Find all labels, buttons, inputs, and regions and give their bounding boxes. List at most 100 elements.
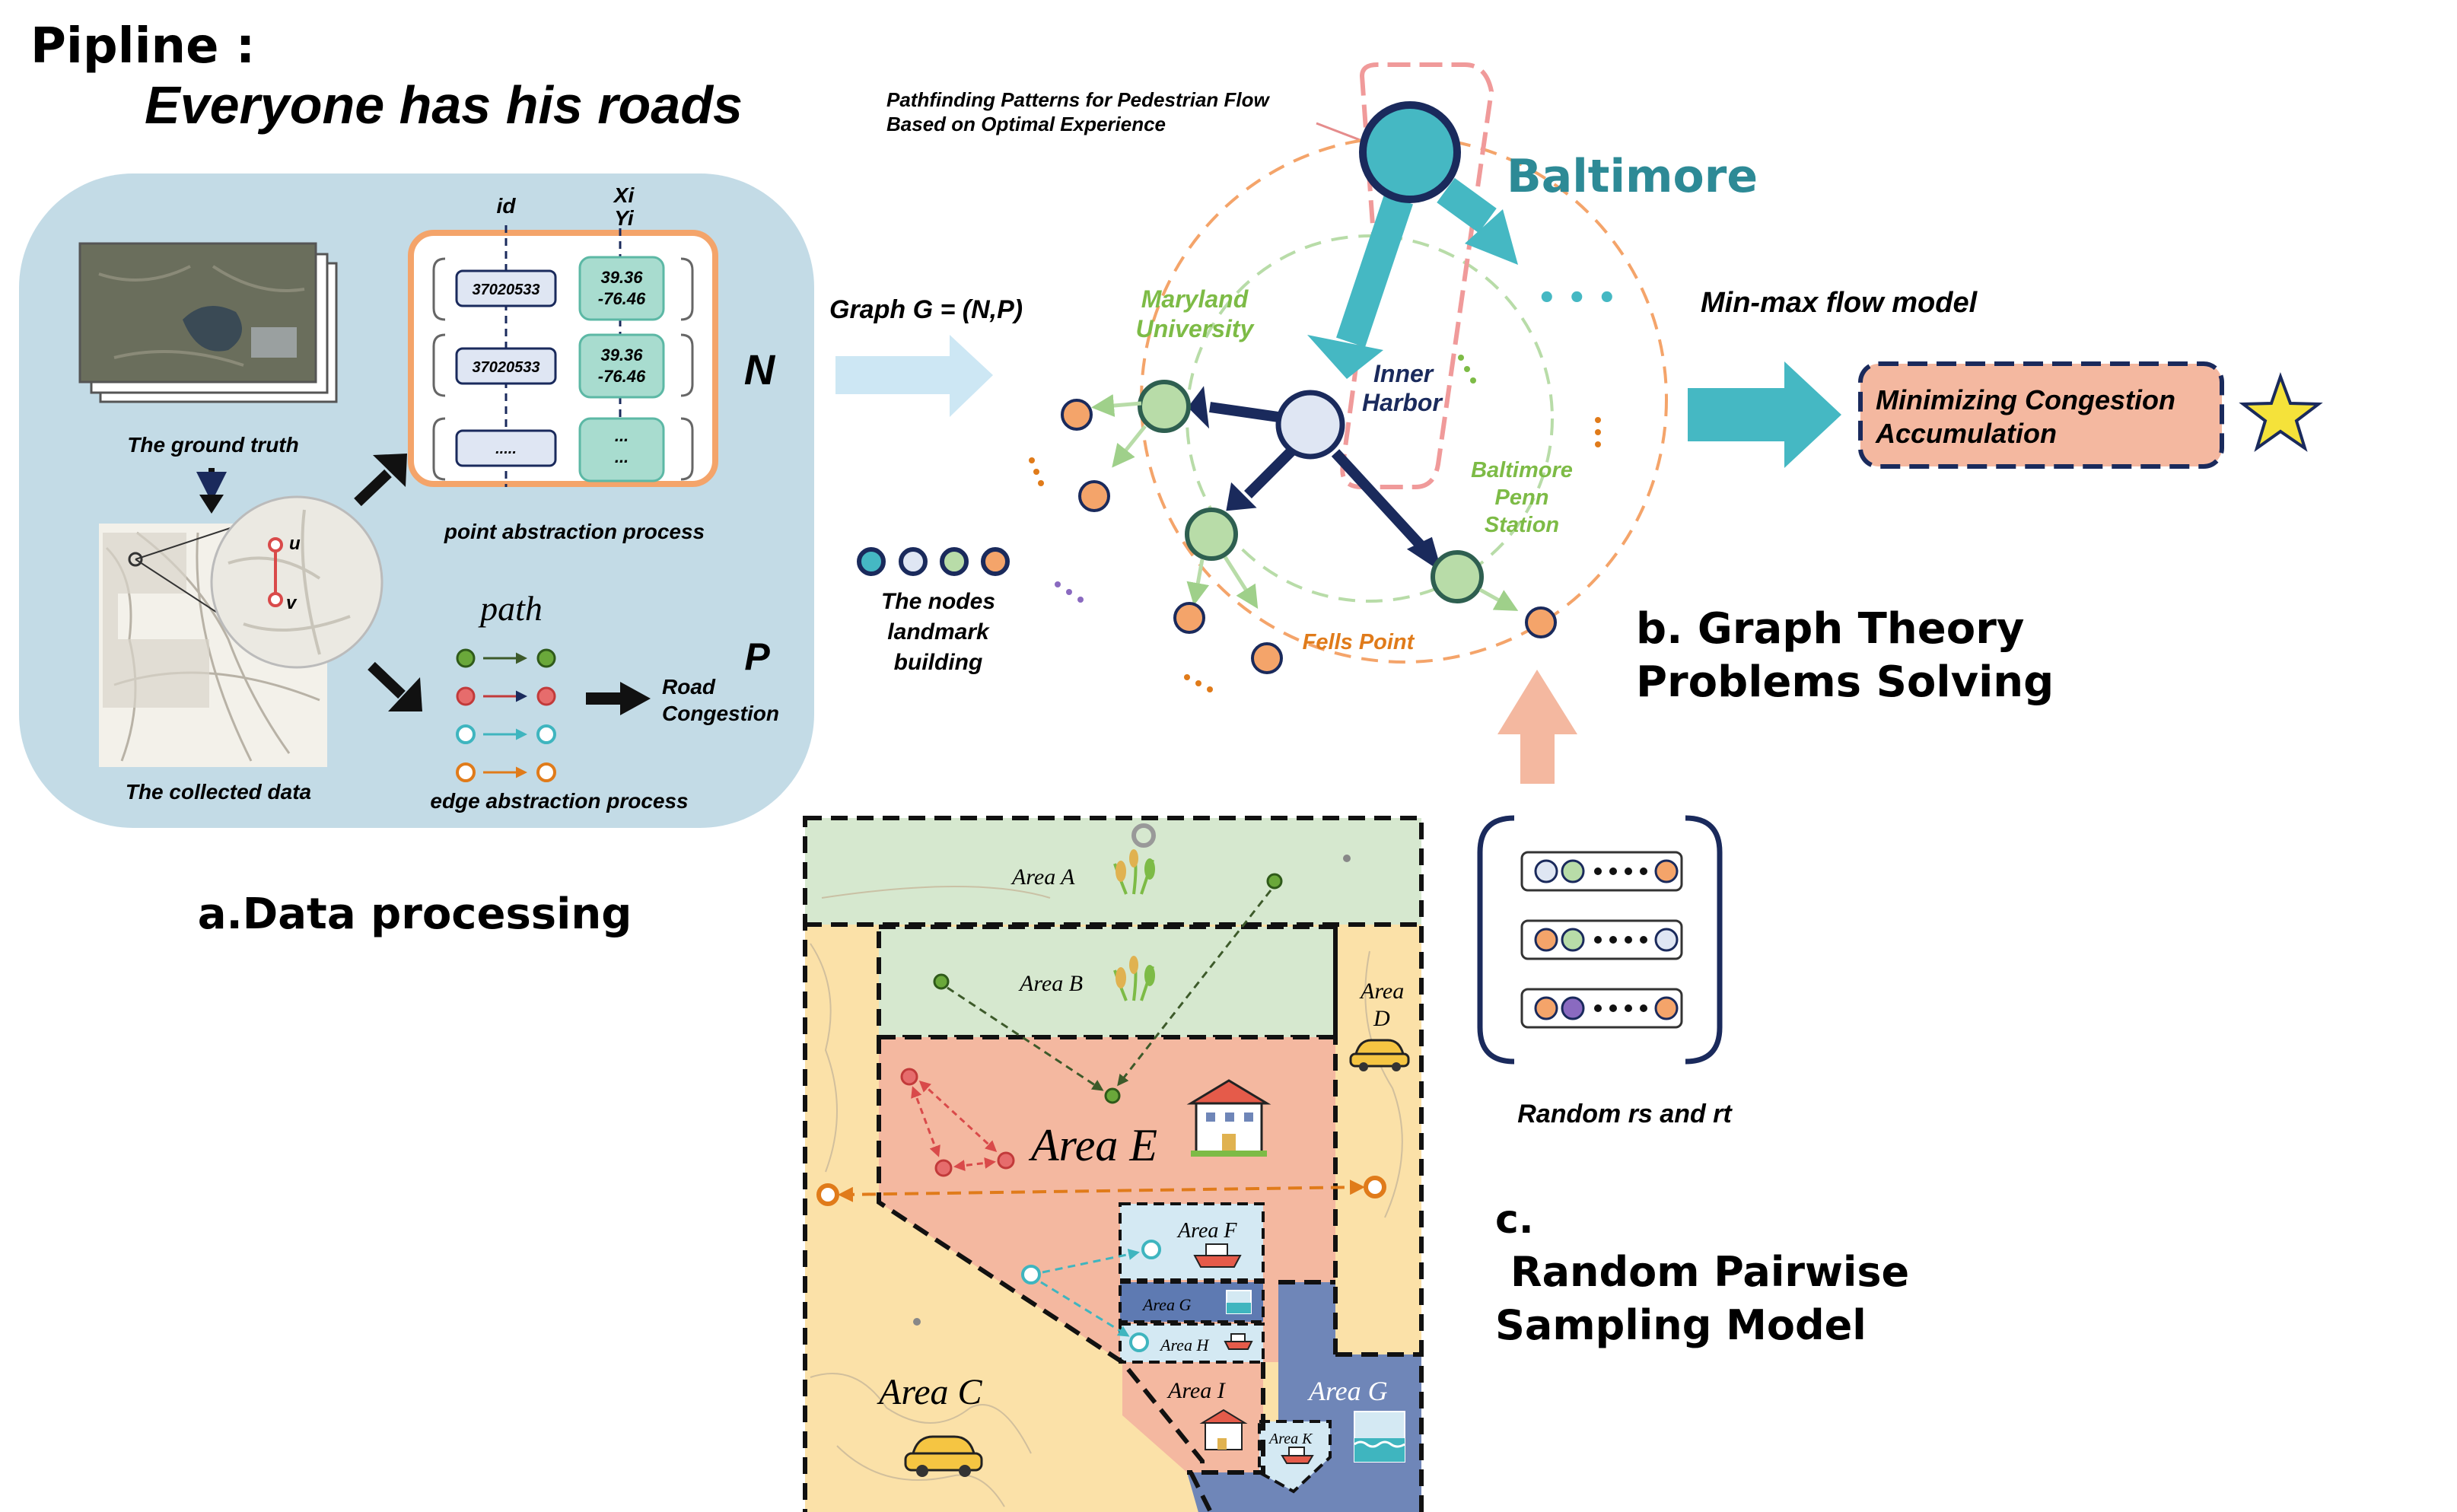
point-process-label: point abstraction process [444, 520, 705, 543]
crop-icon [1113, 956, 1155, 1001]
minmax-label: Min-max flow model [1701, 287, 1978, 319]
pathfinding-line-1: Pathfinding Patterns for Pedestrian Flow [886, 88, 1270, 111]
crop-icon [1113, 849, 1155, 895]
area-d-label-2: D [1373, 1006, 1390, 1031]
area-i-label: Area I [1166, 1378, 1227, 1403]
penn-label-3: Station [1485, 513, 1559, 537]
xi-header: Xi [613, 183, 635, 207]
baltimore-label: Baltimore [1507, 150, 1758, 203]
fells-point-label: Fells Point [1303, 630, 1415, 654]
car-icon [904, 1435, 983, 1477]
area-boundaries [803, 816, 1424, 1512]
caption-b-2: Problems Solving [1636, 657, 2054, 707]
maryland-label-2: University [1136, 315, 1256, 342]
ship-icon [1224, 1333, 1253, 1350]
row-3-x: ... [615, 426, 629, 445]
sample-row [1520, 851, 1683, 892]
maryland-label-1: Maryland [1141, 285, 1249, 313]
minmax-arrow-icon [1688, 361, 1841, 468]
ship-icon [1281, 1447, 1314, 1464]
area-h-label: Area H [1159, 1335, 1209, 1354]
minimizing-line-2: Accumulation [1875, 418, 2057, 449]
maryland-node [1138, 380, 1191, 433]
yi-header: Yi [614, 206, 635, 230]
area-b [877, 925, 1338, 1039]
caption-b-1: b. Graph Theory [1636, 604, 2024, 654]
row-1-y: -76.46 [598, 289, 646, 308]
path-label: path [478, 589, 543, 628]
area-g-large-label: Area G [1307, 1376, 1388, 1406]
caption-c-1: c. [1495, 1197, 1534, 1243]
collected-data-map: u v [99, 495, 384, 767]
ship-icon [1193, 1243, 1242, 1268]
area-b-label: Area B [1018, 971, 1083, 996]
sea-icon [1354, 1411, 1405, 1463]
penn-label-1: Baltimore [1471, 458, 1573, 482]
congestion-label: Congestion [662, 702, 779, 725]
p-label: P [744, 635, 770, 678]
sample-row [1520, 919, 1683, 960]
n-label: N [744, 345, 776, 393]
area-e-label: Area E [1028, 1120, 1157, 1170]
inner-dashed-circle [1186, 234, 1554, 603]
ground-truth-image [78, 242, 338, 403]
building-icon [1199, 1409, 1248, 1450]
inner-harbor-label-2: Harbor [1362, 389, 1443, 416]
random-label: Random rs and rt [1517, 1100, 1733, 1128]
building-icon [1186, 1079, 1271, 1157]
nodes-label-1: The nodes [881, 589, 995, 614]
row-1-id: 37020533 [473, 282, 540, 298]
sea-icon [1226, 1290, 1252, 1314]
area-g-small-label: Area G [1141, 1295, 1191, 1314]
road-label: Road [662, 675, 716, 699]
panel-b: Graph G = (N,P) Pathfinding Patterns for… [829, 62, 2323, 784]
sampling-up-arrow-icon [1497, 670, 1577, 784]
area-a [805, 818, 1421, 925]
light-green-arrows [1091, 394, 1519, 611]
row-2-y: -76.46 [598, 367, 646, 386]
congestion-arrow-icon [586, 682, 651, 715]
edge-process-label: edge abstraction process [430, 789, 688, 813]
row-3-y: ... [615, 447, 629, 466]
teal-ellipsis: • • • [1537, 281, 1617, 316]
ellipsis-dots [1029, 355, 1601, 692]
pathfinding-line-2: Based on Optimal Experience [886, 113, 1166, 135]
ground-truth-label: The ground truth [127, 433, 299, 457]
v-label: v [286, 593, 298, 613]
matrix-row [432, 256, 694, 321]
node-type-legend [857, 547, 1010, 576]
teal-flow-arrows [1307, 177, 1518, 379]
penn-label-2: Penn [1495, 485, 1549, 510]
map-contours [810, 886, 1403, 1507]
optimal-path-highlight [1340, 62, 1494, 489]
inner-harbor-node [1275, 390, 1345, 460]
area-c-label: Area C [877, 1372, 983, 1412]
row-1-x: 39.36 [600, 268, 643, 287]
pipeline-label: Pipline : [30, 18, 255, 75]
matrix-row [432, 333, 694, 399]
abstraction-arrows [354, 454, 422, 711]
point-matrix: 37020533 39.36 -76.46 37020533 39.36 -76… [408, 225, 718, 487]
row-2-x: 39.36 [600, 345, 643, 364]
header: Pipline : Everyone has his roads [30, 18, 743, 135]
random-samples-matrix [1477, 815, 1723, 1065]
panel-c: Area A Area B Area C Area D Area E Area … [803, 815, 1909, 1512]
caption-c-3: Sampling Model [1495, 1301, 1867, 1349]
panel-a: The ground truth u v The collected data [19, 173, 814, 939]
baltimore-node [1359, 101, 1461, 203]
pipeline-subtitle: Everyone has his roads [145, 75, 743, 135]
sample-row [1520, 988, 1683, 1029]
row-3-id: ..... [495, 441, 517, 457]
inner-harbor-arrows [1188, 386, 1443, 572]
u-label: u [289, 533, 301, 554]
area-a-label: Area A [1010, 864, 1075, 890]
id-header: id [497, 194, 517, 218]
down-arrow-head-icon [199, 495, 224, 514]
caption-c-2: Random Pairwise [1510, 1248, 1909, 1296]
area-f-label: Area F [1176, 1219, 1237, 1243]
collected-data-label: The collected data [126, 780, 311, 804]
minimizing-line-1: Minimizing Congestion [1876, 384, 2175, 415]
path-legend [456, 648, 556, 782]
sample-paths [816, 823, 1386, 1352]
